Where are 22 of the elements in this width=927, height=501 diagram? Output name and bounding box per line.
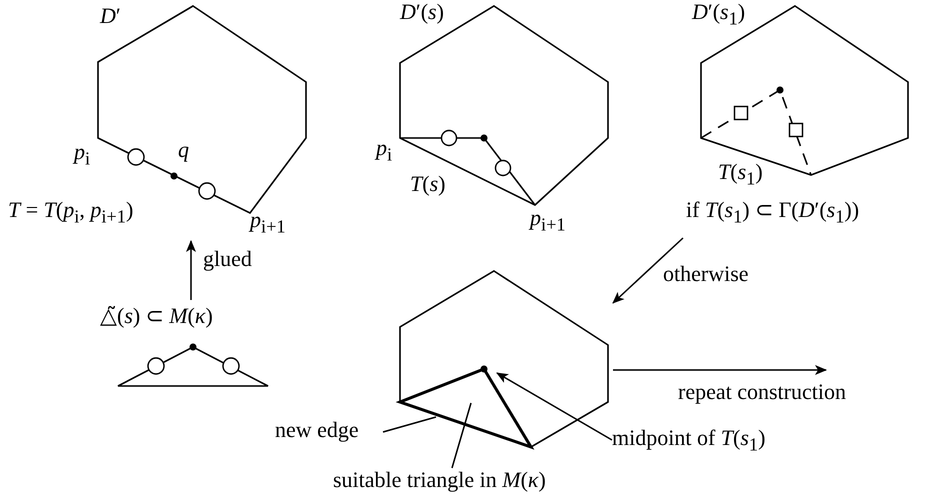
- figure-heading: D′(s$_{1}$): [692, 0, 746, 30]
- arrow: [612, 237, 684, 304]
- math-label: p$_{i+1}$: [530, 206, 566, 236]
- figure-heading: D′(s): [400, 0, 444, 24]
- math-label: T = T(p$_{i}$, p$_{i+1}$): [8, 198, 134, 228]
- leader-line: [382, 416, 436, 433]
- callout-text: suitable triangle in M(κ): [333, 468, 546, 492]
- math-label: T(s): [410, 172, 446, 196]
- math-label: p$_{i}$: [74, 140, 90, 170]
- math-label: if T(s$_{1}$) ⊂ Γ(D′(s$_{1}$)): [686, 198, 860, 228]
- arrow: [186, 240, 196, 300]
- math-label: p$_{i+1}$: [250, 208, 286, 238]
- figure-heading: q: [178, 138, 189, 162]
- math-label: T(s$_{1}$): [718, 160, 763, 190]
- leader-line: [496, 372, 612, 441]
- leader-line: [451, 402, 472, 468]
- figure-heading: △̃(s) ⊂ M(κ): [100, 304, 213, 328]
- callout-text: new edge: [275, 418, 359, 442]
- arrow: [613, 365, 827, 375]
- math-label: p$_{i}$: [376, 136, 392, 166]
- callout-text: midpoint of T(s$_{1}$): [612, 426, 766, 456]
- figure-heading: D′: [100, 4, 121, 28]
